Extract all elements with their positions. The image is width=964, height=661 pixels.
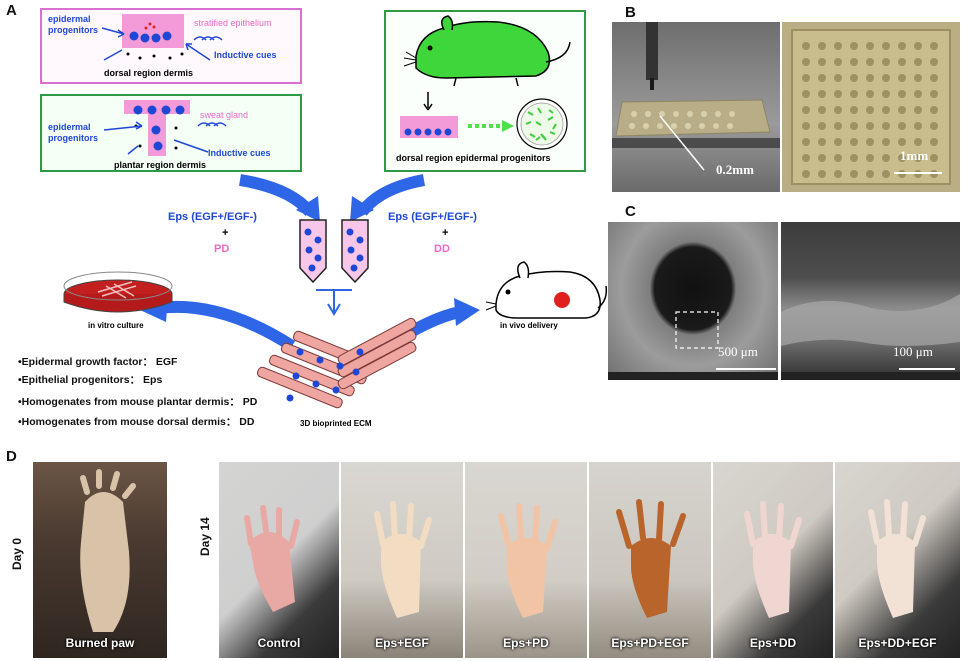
stratified-epithelium-label: stratified epithelium <box>194 18 272 28</box>
dorsal-epidermal-progenitors-label: dorsal region epidermal progenitors <box>396 153 551 163</box>
paw-photo-eps-egf: Eps+EGF <box>341 462 463 658</box>
paw-label-eps-dd: Eps+DD <box>749 636 797 650</box>
paw-photo-control: Control <box>219 462 339 658</box>
scale-label-0-2mm: 0.2mm <box>716 162 754 177</box>
in-vivo-delivery-label: in vivo delivery <box>500 321 558 330</box>
paw-label-control: Control <box>257 636 301 650</box>
panel-a: epidermal progenitors stratified epithel… <box>0 0 610 440</box>
inductive-cues-label: Inductive cues <box>214 50 277 60</box>
panel-letter-d: D <box>6 448 17 465</box>
workflow-diagram <box>63 174 608 409</box>
in-vitro-culture-label: in vitro culture <box>88 321 144 330</box>
inductive-cues-label-2: Inductive cues <box>208 148 271 158</box>
scale-label-1mm: 1mm <box>900 148 929 163</box>
paw-label-burned: Burned paw <box>65 636 135 650</box>
day0-label: Day 0 <box>10 537 24 570</box>
left-mix-eps: Eps (EGF+/EGF-) <box>168 211 257 223</box>
epidermal-progenitors-label: epidermal progenitors <box>48 14 99 35</box>
bioprinted-ecm-label: 3D bioprinted ECM <box>300 419 372 428</box>
paw-photo-eps-pd-egf: Eps+PD+EGF <box>589 462 711 658</box>
paw-photo-eps-dd-egf: Eps+DD+EGF <box>835 462 960 658</box>
legend-eps: •Epithelial progenitors： Eps <box>18 374 163 386</box>
right-mix-eps: Eps (EGF+/EGF-) <box>388 211 477 223</box>
left-mix-pd: PD <box>214 243 230 255</box>
sem-pore-photo: 500 μm <box>608 222 778 380</box>
panel-letter-a: A <box>6 2 17 19</box>
right-mix-dd: DD <box>434 243 450 255</box>
right-mix-plus: + <box>442 227 449 239</box>
panel-letter-b: B <box>625 4 636 21</box>
day14-label: Day 14 <box>198 517 212 556</box>
scaffold-topview-photo: 1mm <box>782 22 960 192</box>
epidermal-progenitor-box: dorsal region epidermal progenitors <box>384 10 586 172</box>
dorsal-region-dermis-label: dorsal region dermis <box>104 68 194 78</box>
sweat-gland-label: sweat gland <box>200 110 249 120</box>
scale-label-100um: 100 μm <box>893 344 933 359</box>
dorsal-dermis-diagram <box>101 14 223 61</box>
green-mouse-diagram <box>400 15 571 150</box>
bioprinter-photo: 0.2mm <box>612 22 780 192</box>
plantar-dermis-diagram <box>103 100 227 156</box>
paw-label-eps-dd-egf: Eps+DD+EGF <box>858 636 937 650</box>
paw-photo-burned: Burned paw <box>33 462 167 658</box>
plantar-dermis-box: epidermal progenitors sweat gland Induct… <box>40 94 302 172</box>
left-mix-plus: + <box>222 227 229 239</box>
sem-zoom-photo: 100 μm <box>781 222 960 380</box>
dorsal-dermis-box: epidermal progenitors stratified epithel… <box>40 8 302 84</box>
plantar-region-dermis-label: plantar region dermis <box>114 160 207 170</box>
panel-letter-c: C <box>625 203 636 220</box>
legend-pd: •Homogenates from mouse plantar dermis： … <box>18 396 258 408</box>
paw-label-eps-pd-egf: Eps+PD+EGF <box>611 636 689 650</box>
paw-photo-eps-pd: Eps+PD <box>465 462 587 658</box>
scale-label-500um: 500 μm <box>718 344 758 359</box>
paw-label-eps-egf: Eps+EGF <box>375 636 429 650</box>
paw-label-eps-pd: Eps+PD <box>503 636 549 650</box>
legend-dd: •Homogenates from mouse dorsal dermis： D… <box>18 416 255 428</box>
epidermal-progenitors-label-2: epidermal progenitors <box>48 122 99 143</box>
legend-egf: •Epidermal growth factor： EGF <box>18 356 178 368</box>
paw-photo-eps-dd: Eps+DD <box>713 462 833 658</box>
